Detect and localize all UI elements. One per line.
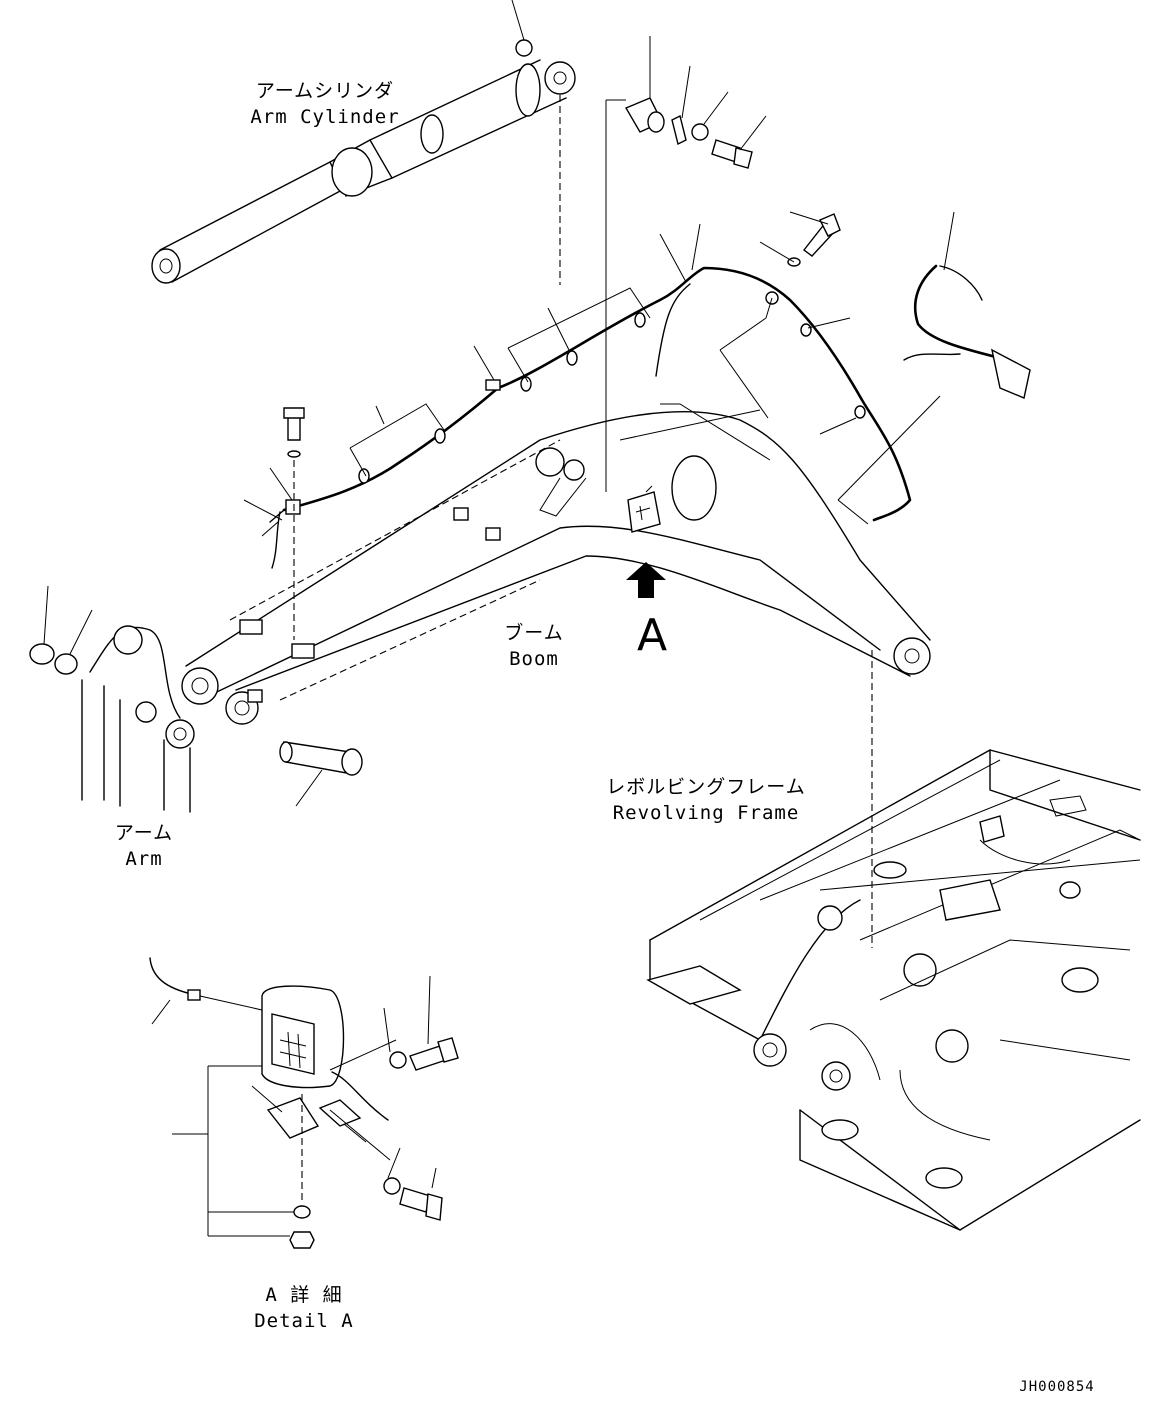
arm-cylinder-label-jp: アームシリンダ [255, 80, 395, 102]
boom-pin [279, 741, 363, 807]
drawing-code: JH000854 [1019, 1379, 1095, 1395]
arm-label-en: Arm [125, 848, 163, 870]
detail-a-assembly [149, 957, 459, 1249]
clamp-bolt [759, 211, 841, 267]
hash-grille-icon [279, 1031, 307, 1069]
boom [181, 403, 931, 725]
boom-label-en: Boom [509, 648, 559, 670]
revolving-frame [646, 749, 1141, 1231]
view-marker-a: A [636, 610, 668, 661]
detail-a-label-en: Detail A [254, 1310, 354, 1332]
loose-harness [903, 211, 1031, 399]
boom-harness [269, 223, 941, 569]
arm [29, 585, 195, 813]
arm-cylinder-label-en: Arm Cylinder [250, 106, 400, 128]
pin-bolt-cluster-top [624, 36, 767, 169]
washer-cylinder [515, 39, 533, 57]
arm-label-jp: アーム [114, 822, 174, 844]
arrow-up-icon [626, 562, 666, 598]
bracket-bolt-left [243, 407, 305, 640]
leader-line [511, 0, 525, 41]
boom-work-lamp [627, 485, 661, 533]
boom-label-jp: ブーム [504, 622, 564, 644]
detail-a-label-jp: A 詳 細 [265, 1284, 343, 1306]
arm-cylinder [151, 59, 576, 284]
revolving-frame-label-en: Revolving Frame [612, 802, 800, 824]
revolving-frame-label-jp: レボルビングフレーム [606, 776, 806, 798]
